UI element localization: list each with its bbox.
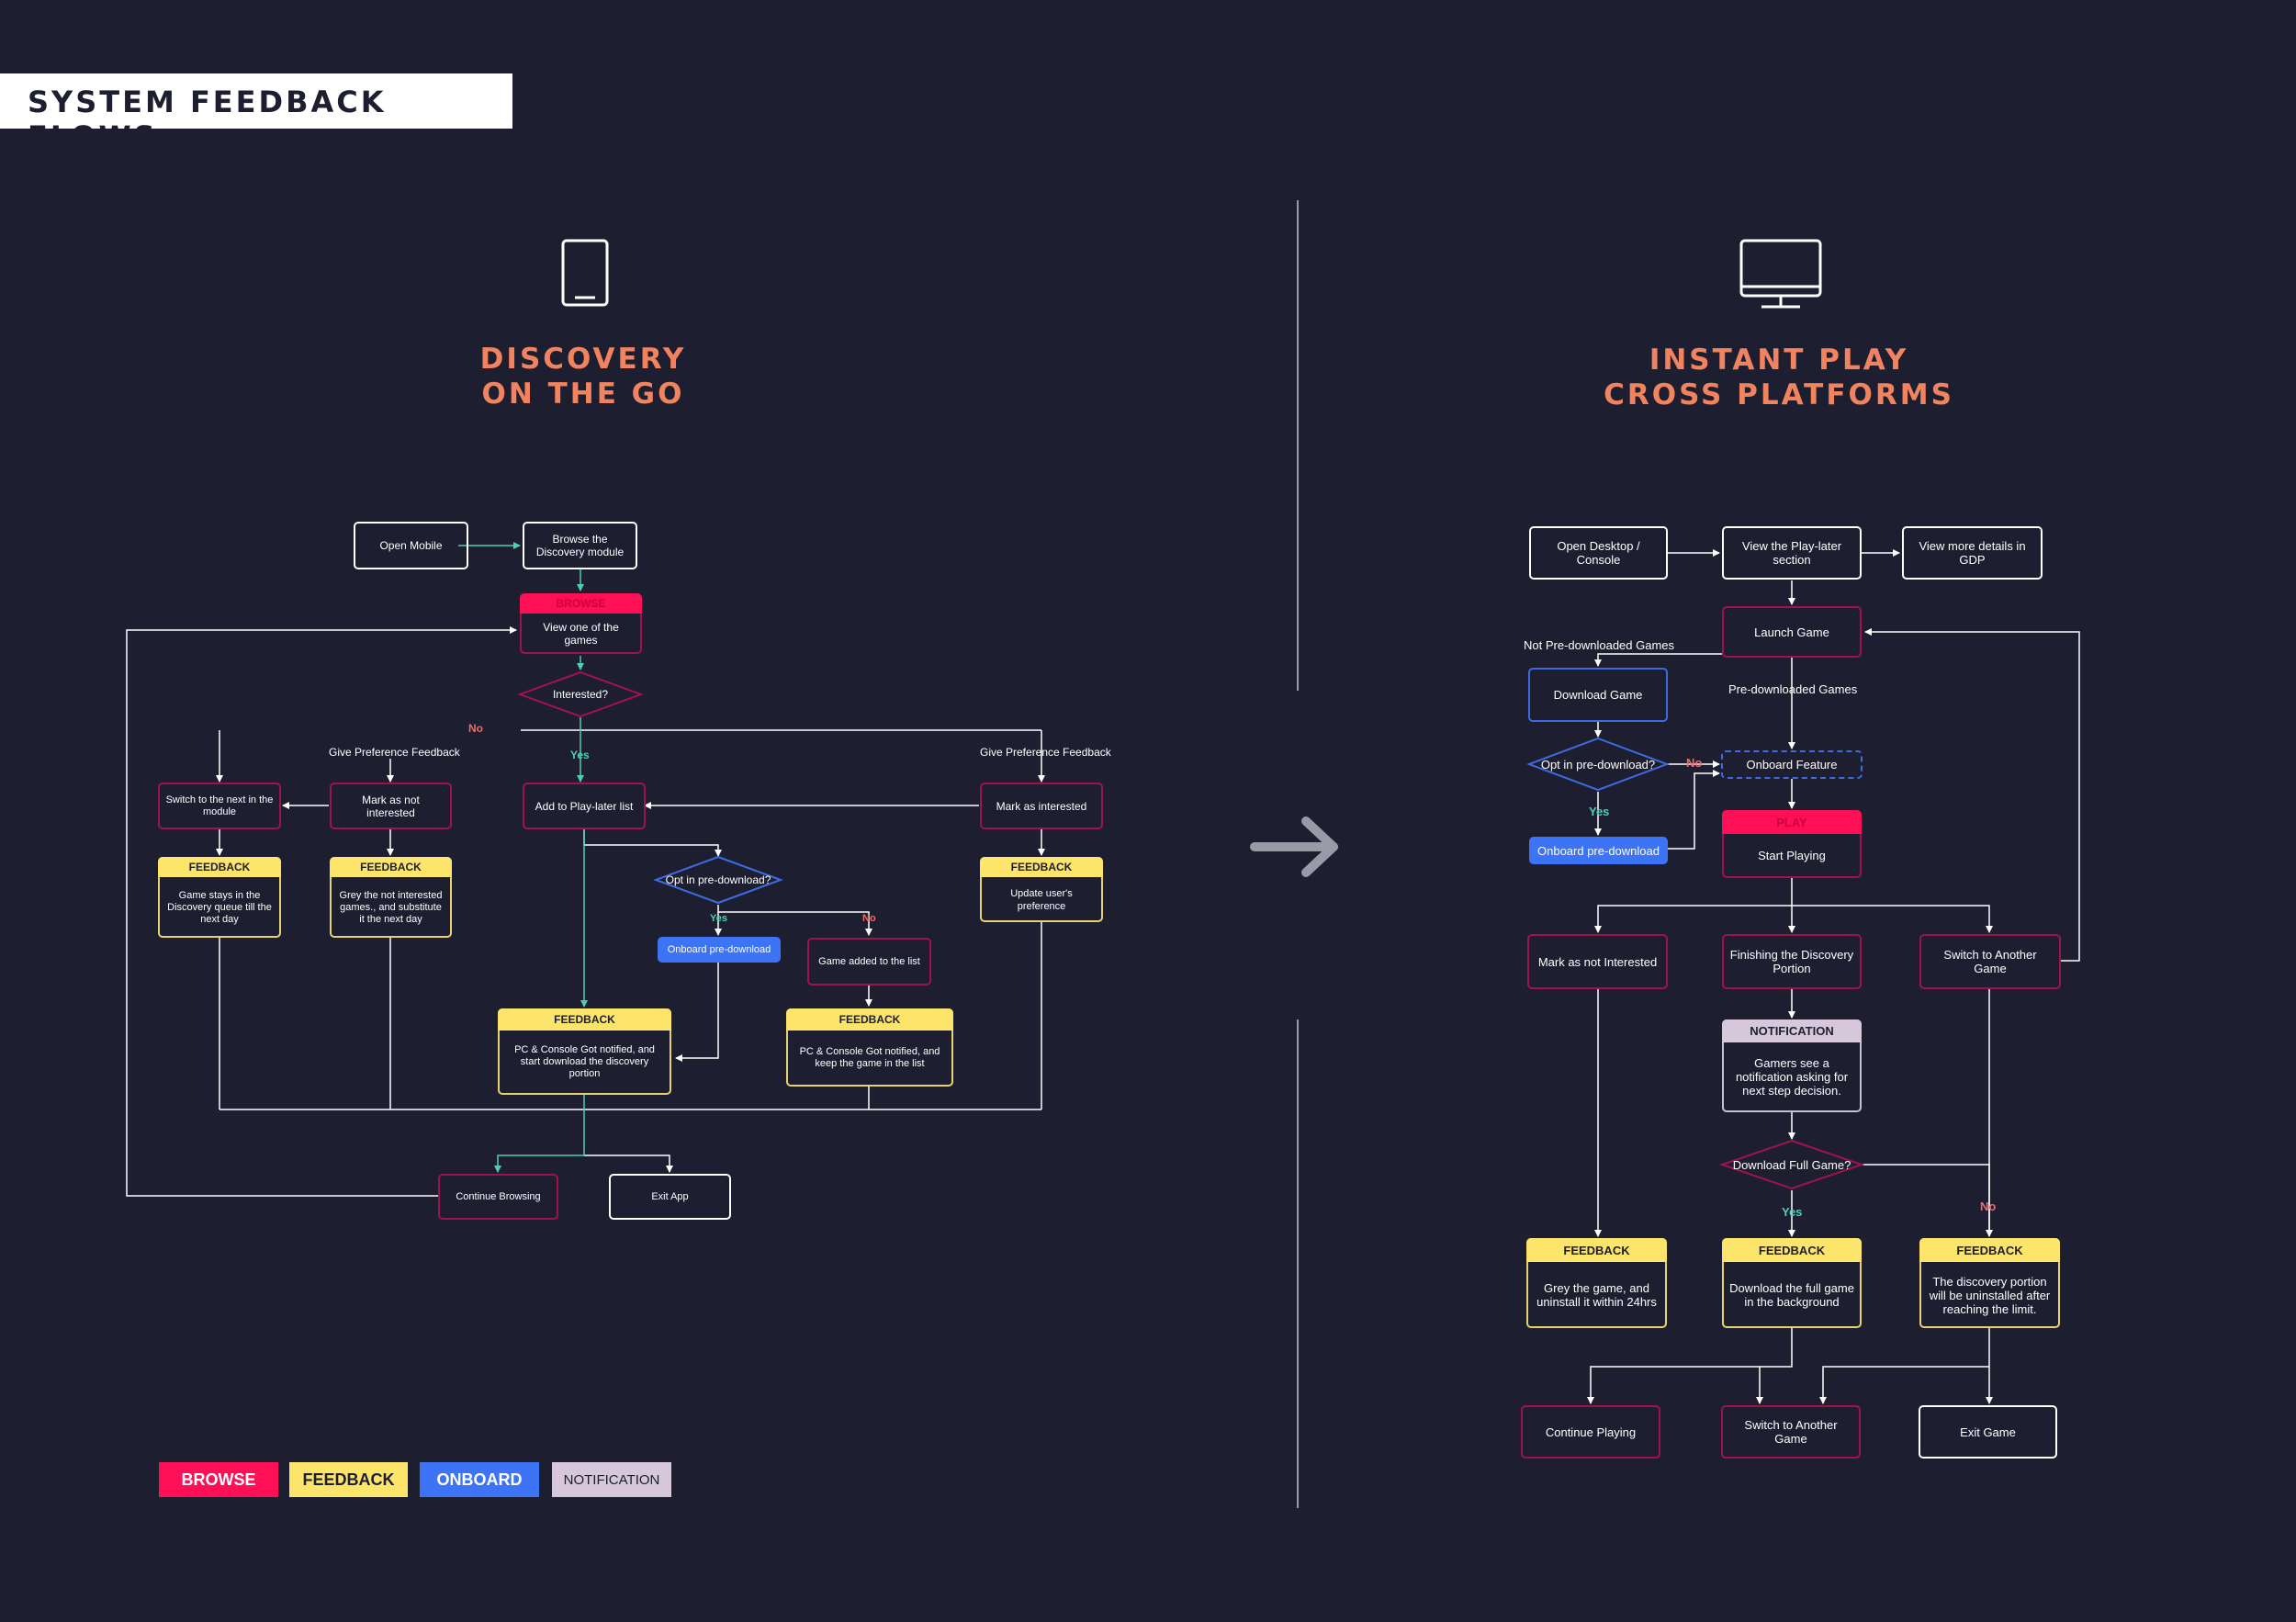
opt-in-decision-shape <box>653 855 783 905</box>
feedback-3-body: Update user's preference <box>980 857 1103 922</box>
exit-game-node: Exit Game <box>1919 1405 2057 1459</box>
exit-app-node: Exit App <box>609 1174 731 1220</box>
legend-feedback: FEEDBACK <box>289 1462 408 1497</box>
opt-in-decision: Opt in pre-download? <box>665 873 771 886</box>
download-game-node: Download Game <box>1528 668 1668 722</box>
right-heading-line-1: INSTANT PLAY <box>1649 344 1909 377</box>
right-opt-in-decision-shape <box>1526 737 1670 792</box>
monitor-icon <box>1739 239 1822 309</box>
right-switch-another-game-node: Switch to Another Game <box>1721 1405 1861 1459</box>
feedback-3-tag: FEEDBACK <box>980 857 1103 877</box>
tablet-icon <box>561 239 609 307</box>
arrow-right-icon <box>1250 817 1338 877</box>
feedback-4-tag: FEEDBACK <box>498 1008 671 1031</box>
browse-discovery-node: Browse the Discovery module <box>523 522 637 569</box>
give-pref-label-right: Give Preference Feedback <box>980 746 1111 759</box>
interested-decision: Interested? <box>552 688 609 701</box>
interested-decision-shape <box>517 670 644 718</box>
right-feedback-3-tag: FEEDBACK <box>1919 1238 2060 1262</box>
right-onboard-pre-download-node: Onboard pre-download <box>1529 837 1668 864</box>
right-feedback-3-body: The discovery portion will be uninstalle… <box>1919 1238 2060 1328</box>
game-added-node: Game added to the list <box>807 938 931 986</box>
opt-in-yes-label: Yes <box>710 913 727 924</box>
switch-another-game-node: Switch to Another Game <box>1919 934 2061 989</box>
download-full-decision-shape <box>1718 1139 1865 1190</box>
legend-notification: NOTIFICATION <box>552 1462 671 1497</box>
right-feedback-1-tag: FEEDBACK <box>1526 1238 1667 1262</box>
download-full-decision: Download Full Game? <box>1732 1157 1851 1172</box>
legend-browse: BROWSE <box>159 1462 278 1497</box>
right-mark-not-interested-node: Mark as not Interested <box>1527 934 1668 989</box>
opt-in-no-label: No <box>862 913 876 924</box>
view-details-node: View more details in GDP <box>1902 526 2043 580</box>
left-heading: DISCOVERY ON THE GO <box>344 342 822 411</box>
page-title-bar: SYSTEM FEEDBACK FLOWS <box>0 73 512 154</box>
switch-next-node: Switch to the next in the module <box>158 783 281 829</box>
right-heading-line-2: CROSS PLATFORMS <box>1604 378 1954 411</box>
left-heading-line-1: DISCOVERY <box>479 343 687 376</box>
pre-downloaded-label: Pre-downloaded Games <box>1728 682 1858 696</box>
play-tag: PLAY <box>1722 810 1862 834</box>
page-title: SYSTEM FEEDBACK FLOWS <box>28 84 387 154</box>
feedback-5-tag: FEEDBACK <box>786 1008 953 1031</box>
feedback-2-tag: FEEDBACK <box>330 857 452 877</box>
feedback-1-body: Game stays in the Discovery queue till t… <box>158 857 281 938</box>
right-opt-in-no-label: No <box>1686 756 1703 770</box>
right-opt-in-yes-label: Yes <box>1589 805 1610 818</box>
give-pref-label-left: Give Preference Feedback <box>329 746 460 759</box>
download-full-yes-label: Yes <box>1782 1205 1803 1219</box>
feedback-1-tag: FEEDBACK <box>158 857 281 877</box>
right-heading: INSTANT PLAY CROSS PLATFORMS <box>1540 343 2018 412</box>
left-heading-line-2: ON THE GO <box>481 377 685 411</box>
onboard-feature-node: Onboard Feature <box>1721 750 1863 779</box>
right-opt-in-decision: Opt in pre-download? <box>1540 757 1656 772</box>
interested-no-label: No <box>468 722 483 735</box>
legend-onboard: ONBOARD <box>420 1462 539 1497</box>
download-full-no-label: No <box>1980 1200 1997 1213</box>
add-play-later-node: Add to Play-later list <box>523 783 646 829</box>
view-play-later-node: View the Play-later section <box>1722 526 1862 580</box>
finishing-discovery-node: Finishing the Discovery Portion <box>1722 934 1862 989</box>
not-pre-downloaded-label: Not Pre-downloaded Games <box>1524 638 1675 652</box>
browse-tag: BROWSE <box>520 593 642 614</box>
notification-tag: NOTIFICATION <box>1722 1019 1862 1042</box>
mark-not-interested-node: Mark as not interested <box>330 783 452 829</box>
onboard-pre-download-node: Onboard pre-download <box>658 937 781 963</box>
right-feedback-2-tag: FEEDBACK <box>1722 1238 1862 1262</box>
launch-game-node: Launch Game <box>1722 606 1862 658</box>
interested-yes-label: Yes <box>570 749 590 761</box>
mark-interested-node: Mark as interested <box>980 783 1103 829</box>
open-desktop-node: Open Desktop / Console <box>1529 526 1668 580</box>
continue-playing-node: Continue Playing <box>1521 1405 1660 1459</box>
continue-browsing-node: Continue Browsing <box>438 1174 558 1220</box>
open-mobile-node: Open Mobile <box>354 522 468 569</box>
